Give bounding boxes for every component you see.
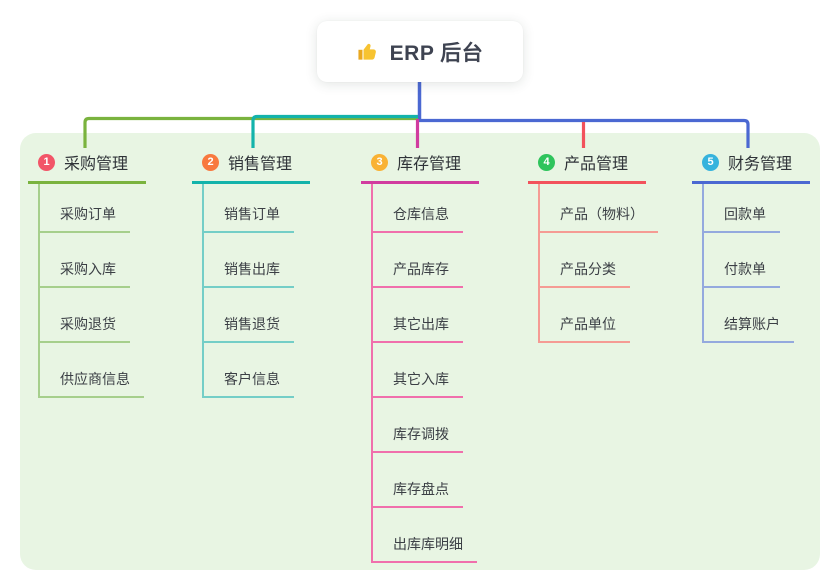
branch-number-badge: 4: [538, 153, 555, 171]
branch-title: 销售管理: [228, 156, 293, 173]
thumbs-up-icon: [357, 40, 380, 63]
branch-title: 财务管理: [728, 156, 793, 173]
branch-number-badge: 1: [38, 153, 55, 171]
branch-children-purchase: 采购订单 采购入库 采购退货 供应商信息: [38, 184, 146, 398]
child-node[interactable]: 回款单: [704, 184, 780, 233]
child-node[interactable]: 产品库存: [373, 233, 463, 288]
child-node[interactable]: 采购退货: [40, 288, 130, 343]
child-label: 产品（物料）: [560, 206, 644, 222]
branch-title: 库存管理: [397, 156, 462, 173]
child-label: 付款单: [724, 261, 766, 277]
child-label: 出库库明细: [393, 536, 463, 552]
child-node[interactable]: 销售出库: [204, 233, 294, 288]
child-node[interactable]: 结算账户: [704, 288, 794, 343]
child-node[interactable]: 其它入库: [373, 343, 463, 398]
branch-header-inventory[interactable]: 3 库存管理: [361, 150, 479, 184]
branches-panel: [20, 133, 820, 570]
branch-children-inventory: 仓库信息 产品库存 其它出库 其它入库 库存调拨 库存盘点 出库库明细: [371, 184, 479, 563]
child-node[interactable]: 销售退货: [204, 288, 294, 343]
child-label: 客户信息: [224, 371, 280, 387]
child-label: 库存调拨: [393, 426, 449, 442]
root-title: ERP 后台: [389, 41, 484, 65]
branch-header-sales[interactable]: 2 销售管理: [192, 150, 310, 184]
child-node[interactable]: 采购入库: [40, 233, 130, 288]
child-node[interactable]: 采购订单: [40, 184, 130, 233]
child-label: 产品单位: [560, 316, 616, 332]
branch-product: 4 产品管理 产品（物料） 产品分类 产品单位: [528, 150, 658, 343]
child-node[interactable]: 客户信息: [204, 343, 294, 398]
child-node[interactable]: 产品（物料）: [540, 184, 658, 233]
child-node[interactable]: 仓库信息: [373, 184, 463, 233]
branch-sales: 2 销售管理 销售订单 销售出库 销售退货 客户信息: [192, 150, 310, 398]
branch-number-badge: 5: [702, 153, 719, 171]
child-label: 销售出库: [224, 261, 280, 277]
branch-header-finance[interactable]: 5 财务管理: [692, 150, 810, 184]
branch-header-purchase[interactable]: 1 采购管理: [28, 150, 146, 184]
branch-children-sales: 销售订单 销售出库 销售退货 客户信息: [202, 184, 310, 398]
child-label: 采购退货: [60, 316, 116, 332]
child-label: 其它入库: [393, 371, 449, 387]
child-node[interactable]: 供应商信息: [40, 343, 144, 398]
child-label: 回款单: [724, 206, 766, 222]
child-label: 采购订单: [60, 206, 116, 222]
branch-finance: 5 财务管理 回款单 付款单 结算账户: [692, 150, 810, 343]
child-label: 仓库信息: [393, 206, 449, 222]
child-label: 供应商信息: [60, 371, 130, 387]
branch-title: 产品管理: [564, 156, 629, 173]
child-node[interactable]: 其它出库: [373, 288, 463, 343]
child-label: 产品分类: [560, 261, 616, 277]
child-node[interactable]: 库存调拨: [373, 398, 463, 453]
root-node[interactable]: ERP 后台: [317, 21, 523, 82]
child-label: 结算账户: [724, 316, 780, 332]
branch-children-finance: 回款单 付款单 结算账户: [702, 184, 810, 343]
branch-number-badge: 3: [371, 153, 388, 171]
child-label: 库存盘点: [393, 481, 449, 497]
child-label: 采购入库: [60, 261, 116, 277]
child-label: 销售订单: [224, 206, 280, 222]
child-node[interactable]: 销售订单: [204, 184, 294, 233]
child-node[interactable]: 产品分类: [540, 233, 630, 288]
child-node[interactable]: 出库库明细: [373, 508, 477, 563]
branch-header-product[interactable]: 4 产品管理: [528, 150, 646, 184]
branch-title: 采购管理: [64, 156, 129, 173]
child-node[interactable]: 库存盘点: [373, 453, 463, 508]
child-node[interactable]: 付款单: [704, 233, 780, 288]
child-label: 其它出库: [393, 316, 449, 332]
child-label: 产品库存: [393, 261, 449, 277]
branch-children-product: 产品（物料） 产品分类 产品单位: [538, 184, 658, 343]
child-label: 销售退货: [224, 316, 280, 332]
branch-purchase: 1 采购管理 采购订单 采购入库 采购退货 供应商信息: [28, 150, 146, 398]
child-node[interactable]: 产品单位: [540, 288, 630, 343]
branch-inventory: 3 库存管理 仓库信息 产品库存 其它出库 其它入库 库存调拨 库存盘点 出库库…: [361, 150, 479, 563]
branch-number-badge: 2: [202, 153, 219, 171]
